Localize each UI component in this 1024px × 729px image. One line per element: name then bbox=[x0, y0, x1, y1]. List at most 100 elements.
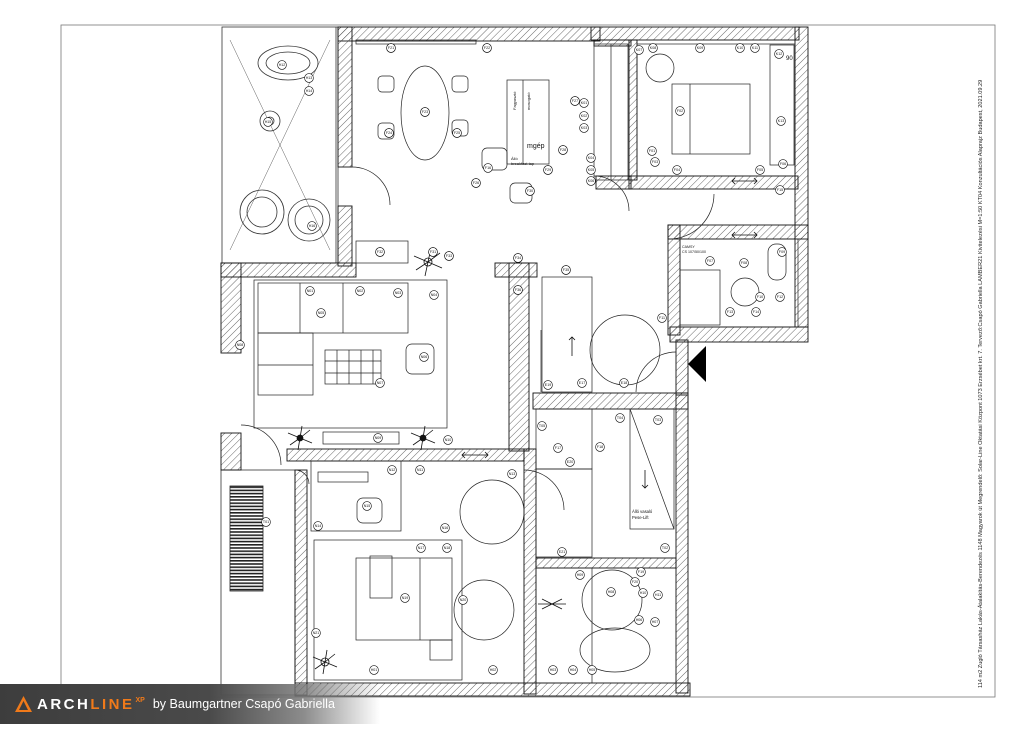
label-bed-size: 90 bbox=[786, 56, 793, 62]
element-tag-circle bbox=[755, 292, 765, 302]
element-tag-circle bbox=[755, 165, 765, 175]
element-tag-circle bbox=[488, 665, 498, 675]
element-tag-label: F35 bbox=[563, 268, 569, 272]
element-tag-circle bbox=[705, 256, 715, 266]
element-tag-circle bbox=[660, 543, 670, 553]
element-tag: K11 bbox=[750, 43, 760, 53]
element-tag-circle bbox=[419, 352, 429, 362]
element-tag: N03 bbox=[393, 288, 403, 298]
element-tag-circle bbox=[557, 547, 567, 557]
element-tag-label: N13 bbox=[509, 472, 516, 476]
element-tag-circle bbox=[775, 185, 785, 195]
element-tag: K13 bbox=[776, 116, 786, 126]
label-bath-storage-2: CS 107/50/100 bbox=[682, 250, 706, 254]
element-tag: F10 bbox=[755, 292, 765, 302]
element-tag: H02 bbox=[488, 665, 498, 675]
element-tag-circle bbox=[316, 308, 326, 318]
element-tag-label: E18 bbox=[621, 381, 627, 385]
element-tag-label: K02 bbox=[581, 114, 587, 118]
element-tag: K03 bbox=[579, 123, 589, 133]
element-tag-circle bbox=[384, 128, 394, 138]
element-tag-label: T01 bbox=[263, 520, 269, 524]
element-tag-label: F07 bbox=[707, 259, 713, 263]
element-tag-label: F29 bbox=[545, 168, 551, 172]
element-tag-circle bbox=[452, 128, 462, 138]
element-tag: T01 bbox=[261, 517, 271, 527]
element-tag-label: K10 bbox=[737, 46, 743, 50]
element-tag: F33 bbox=[444, 251, 454, 261]
element-tag-label: F24 bbox=[386, 131, 392, 135]
element-tag-label: H06 bbox=[636, 618, 643, 622]
element-tag-label: N02 bbox=[357, 289, 364, 293]
element-tag-label: K04 bbox=[588, 156, 594, 160]
element-tag-circle bbox=[553, 443, 563, 453]
element-tag: N01 bbox=[305, 286, 315, 296]
element-tag-label: F10 bbox=[757, 295, 763, 299]
element-tag: H01 bbox=[369, 665, 379, 675]
element-tag: E19 bbox=[543, 380, 553, 390]
element-tag-label: T05 bbox=[539, 424, 545, 428]
element-tag-label: F17 bbox=[555, 446, 561, 450]
element-tag-label: E17 bbox=[579, 381, 585, 385]
brand-suffix: XP bbox=[135, 696, 145, 704]
element-tag: F24 bbox=[384, 128, 394, 138]
element-tag: F27 bbox=[570, 96, 580, 106]
element-tag: H04 bbox=[568, 665, 578, 675]
element-tag-circle bbox=[525, 186, 535, 196]
element-tag: T02 bbox=[660, 543, 670, 553]
element-tag-label: N16 bbox=[442, 526, 449, 530]
element-tag-label: K01 bbox=[581, 101, 587, 105]
element-tag: K07 bbox=[634, 45, 644, 55]
element-tag: K10 bbox=[735, 43, 745, 53]
element-tag: H06 bbox=[634, 615, 644, 625]
element-tag: N07 bbox=[375, 378, 385, 388]
title-block-text: 114 m2 Zugló Társasház Lakás-Átalakítás-… bbox=[977, 80, 984, 688]
element-tag-label: K03 bbox=[581, 126, 587, 130]
element-tag: T03 bbox=[653, 415, 663, 425]
element-tag-circle bbox=[657, 313, 667, 323]
element-tag-circle bbox=[471, 178, 481, 188]
element-tag-circle bbox=[415, 465, 425, 475]
label-bath-storage-1: CAMSY bbox=[682, 245, 695, 249]
element-tag-label: F05 bbox=[757, 168, 763, 172]
element-tag: H08 bbox=[606, 587, 616, 597]
element-tag: F20 bbox=[630, 577, 640, 587]
element-tag-circle bbox=[735, 43, 745, 53]
element-tag: N06 bbox=[419, 352, 429, 362]
element-tag-label: H01 bbox=[371, 668, 378, 672]
element-tag-circle bbox=[543, 380, 553, 390]
element-tag: N10 bbox=[443, 435, 453, 445]
element-tag-label: F19 bbox=[638, 570, 644, 574]
element-tag: F25 bbox=[452, 128, 462, 138]
element-tag-label: F03 bbox=[652, 160, 658, 164]
element-tag-circle bbox=[548, 665, 558, 675]
element-tag-label: F08 bbox=[741, 261, 747, 265]
brand-prefix: ARCH bbox=[37, 695, 91, 713]
element-tag: F07 bbox=[705, 256, 715, 266]
element-tag: N05 bbox=[316, 308, 326, 318]
element-tag-circle bbox=[386, 43, 396, 53]
element-tag: F28 bbox=[558, 145, 568, 155]
element-tag: F14 bbox=[751, 307, 761, 317]
element-tag-label: K12 bbox=[776, 52, 782, 56]
element-tag-circle bbox=[513, 285, 523, 295]
element-tag-circle bbox=[304, 73, 314, 83]
element-tag-label: F34 bbox=[515, 256, 521, 260]
element-tag-circle bbox=[375, 247, 385, 257]
element-tag-label: F18 bbox=[597, 445, 603, 449]
element-tag-label: K06 bbox=[588, 179, 594, 183]
element-tag-label: T02 bbox=[662, 546, 668, 550]
element-tag: K04 bbox=[586, 153, 596, 163]
plants bbox=[287, 247, 566, 675]
element-tag-label: K08 bbox=[650, 46, 656, 50]
element-tag-label: N19 bbox=[402, 596, 409, 600]
element-tag-label: F32 bbox=[377, 250, 383, 254]
element-tag-circle bbox=[393, 288, 403, 298]
element-tag-circle bbox=[586, 176, 596, 186]
element-tag-circle bbox=[751, 307, 761, 317]
element-tag-label: H03 bbox=[550, 668, 557, 672]
label-breakfast-2: breakfast tap bbox=[511, 161, 535, 166]
element-tag-circle bbox=[777, 247, 787, 257]
element-tag: K02 bbox=[579, 111, 589, 121]
element-tag-circle bbox=[672, 165, 682, 175]
